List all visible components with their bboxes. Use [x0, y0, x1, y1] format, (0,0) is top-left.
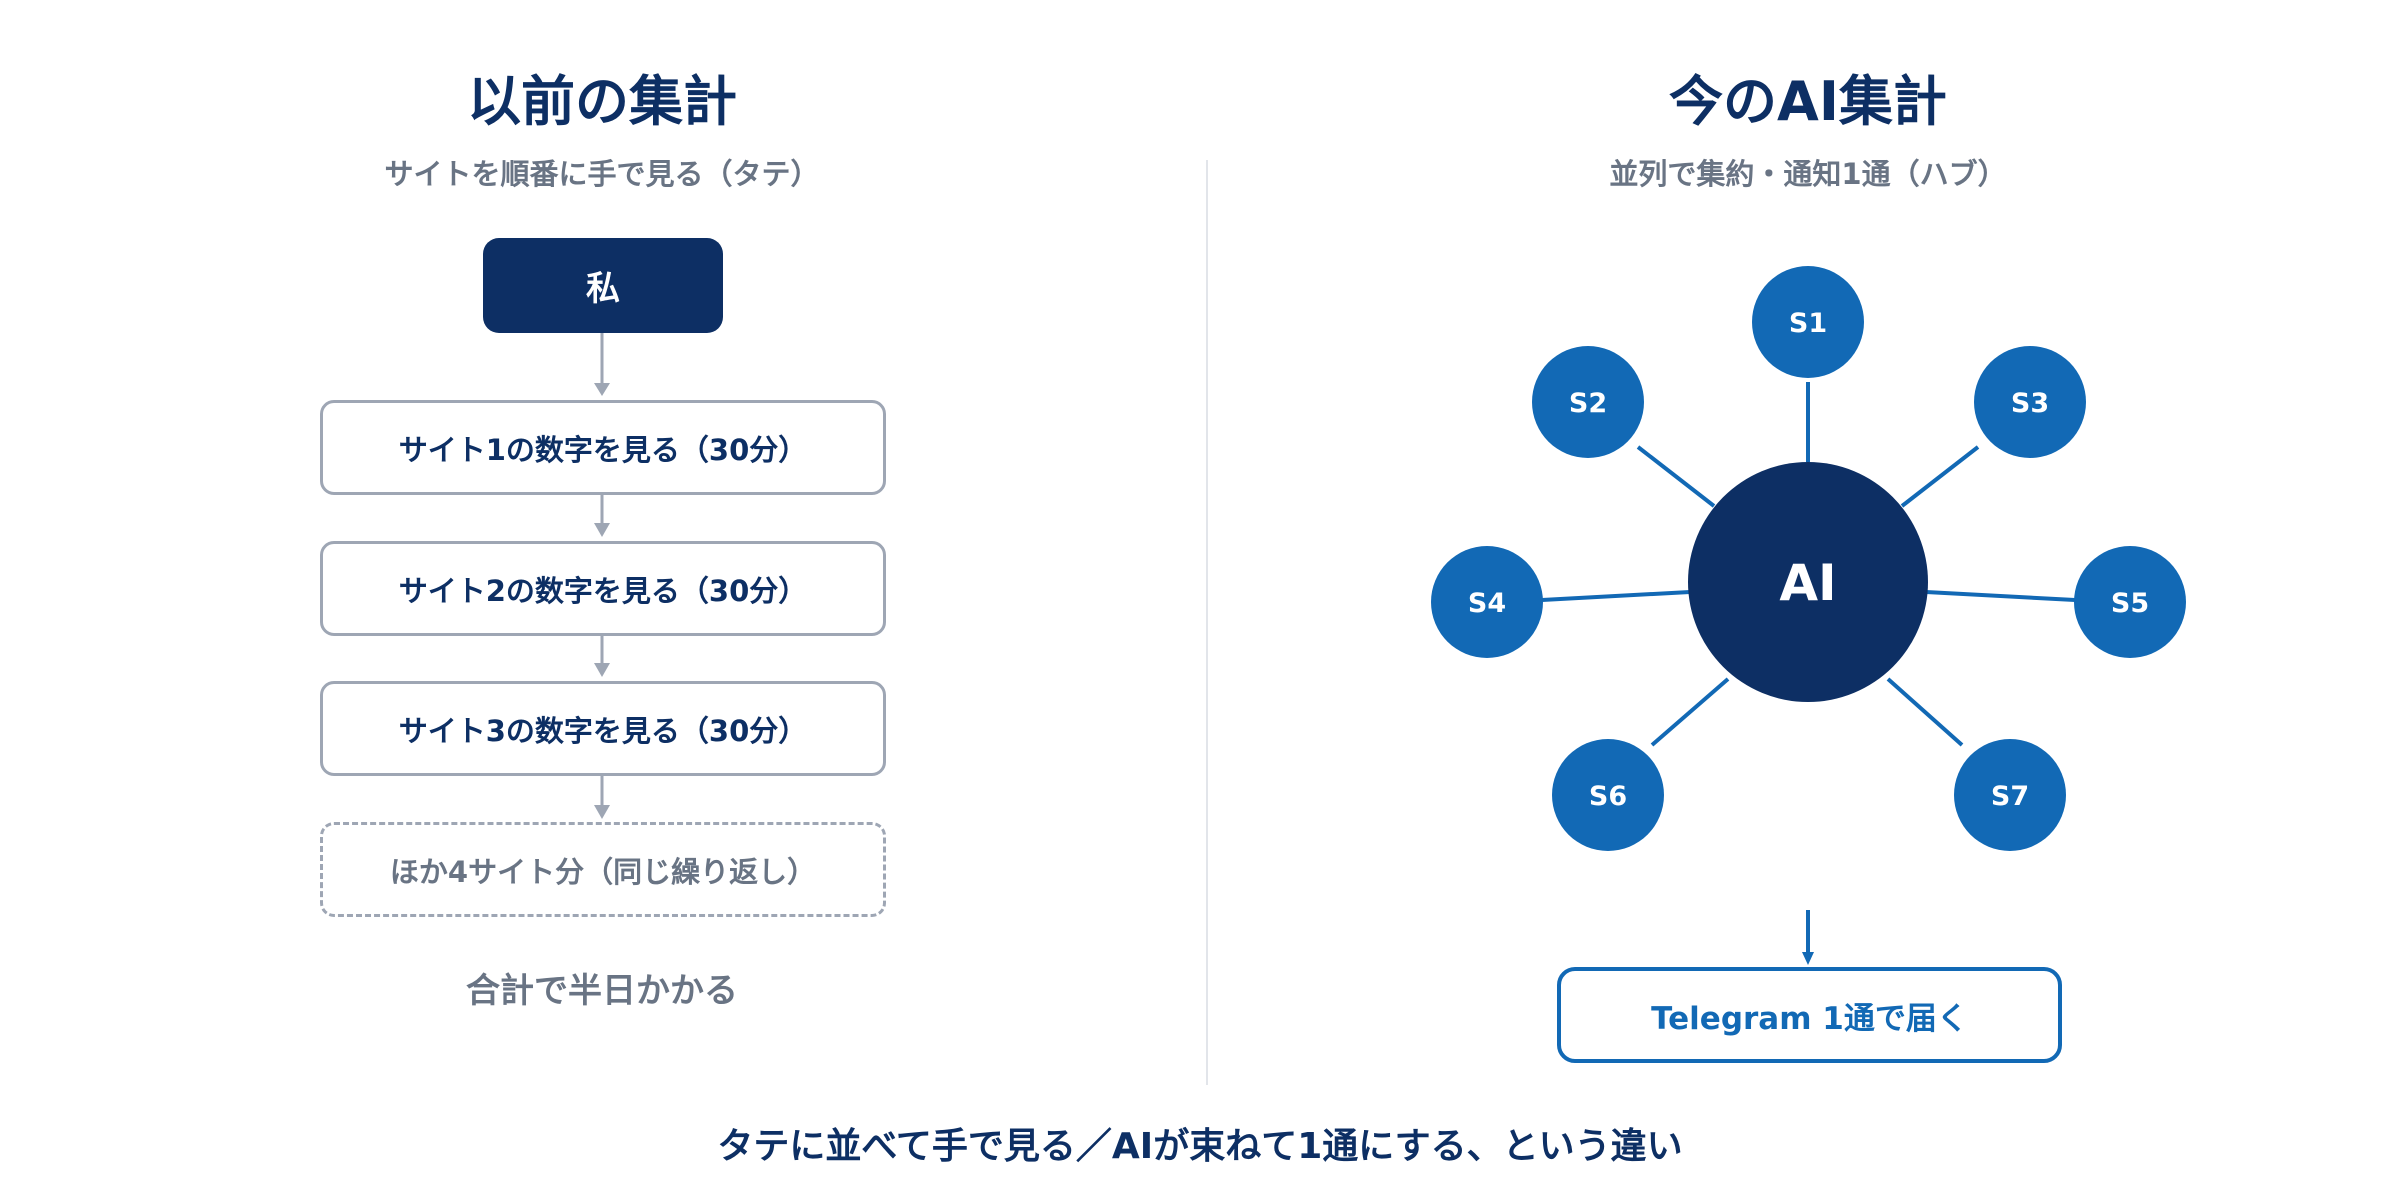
arrow-head-4 [594, 805, 610, 819]
spoke-s3 [1900, 445, 1980, 508]
site-node-s3 [1974, 346, 2086, 458]
me-node-label: 私 [586, 269, 620, 309]
site-node-s6 [1552, 739, 1664, 851]
ai-hub-label: AI [1779, 554, 1836, 612]
arrow-head-1 [594, 383, 610, 396]
step-box-2-label: サイト2の数字を見る（30分） [398, 573, 808, 608]
site-node-s2 [1532, 346, 1644, 458]
site-node-s4-label: S4 [1468, 588, 1506, 619]
spoke-s7 [1886, 677, 1964, 747]
me-node: 私 [483, 238, 723, 333]
telegram-output-box: Telegram 1通で届く [1557, 967, 2062, 1063]
rest-sites-label: ほか4サイト分（同じ繰り返し） [389, 854, 817, 889]
hub-to-output-arrow-head [1802, 952, 1814, 965]
arrow-head-3 [594, 663, 610, 677]
rest-sites-box: ほか4サイト分（同じ繰り返し） [320, 822, 886, 917]
step-box-3: サイト3の数字を見る（30分） [320, 681, 886, 776]
site-node-s5-label: S5 [2111, 588, 2149, 619]
step-box-1: サイト1の数字を見る（30分） [320, 400, 886, 495]
site-node-s2-label: S2 [1569, 388, 1607, 419]
site-node-s6-label: S6 [1589, 781, 1627, 812]
step-box-2: サイト2の数字を見る（30分） [320, 541, 886, 636]
site-node-s3-label: S3 [2011, 388, 2049, 419]
site-node-s7 [1954, 739, 2066, 851]
spoke-s4 [1541, 590, 1691, 602]
telegram-output-label: Telegram 1通で届く [1651, 1000, 1968, 1037]
arrow-head-2 [594, 523, 610, 537]
right-subtitle: 並列で集約・通知1通（ハブ） [1609, 157, 2007, 191]
total-time-label: 合計で半日かかる [466, 971, 738, 1011]
right-title: 今のAI集計 [1669, 70, 1947, 133]
left-title: 以前の集計 [467, 70, 737, 133]
site-node-s7-label: S7 [1991, 781, 2029, 812]
spoke-s6 [1650, 677, 1730, 747]
left-subtitle: サイトを順番に手で見る（タテ） [384, 157, 820, 191]
step-box-3-label: サイト3の数字を見る（30分） [398, 713, 808, 748]
site-node-s4 [1431, 546, 1543, 658]
site-node-s1-label: S1 [1789, 308, 1827, 339]
step-box-1-label: サイト1の数字を見る（30分） [398, 432, 808, 467]
column-divider [1206, 160, 1208, 1085]
site-node-s5 [2074, 546, 2186, 658]
ai-hub-circle [1688, 462, 1928, 702]
site-node-s1 [1752, 266, 1864, 378]
spoke-s5 [1925, 590, 2076, 602]
footer-caption: タテに並べて手で見る／AIが束ねて1通にする、という違い [717, 1126, 1683, 1167]
spoke-s2 [1636, 445, 1716, 508]
